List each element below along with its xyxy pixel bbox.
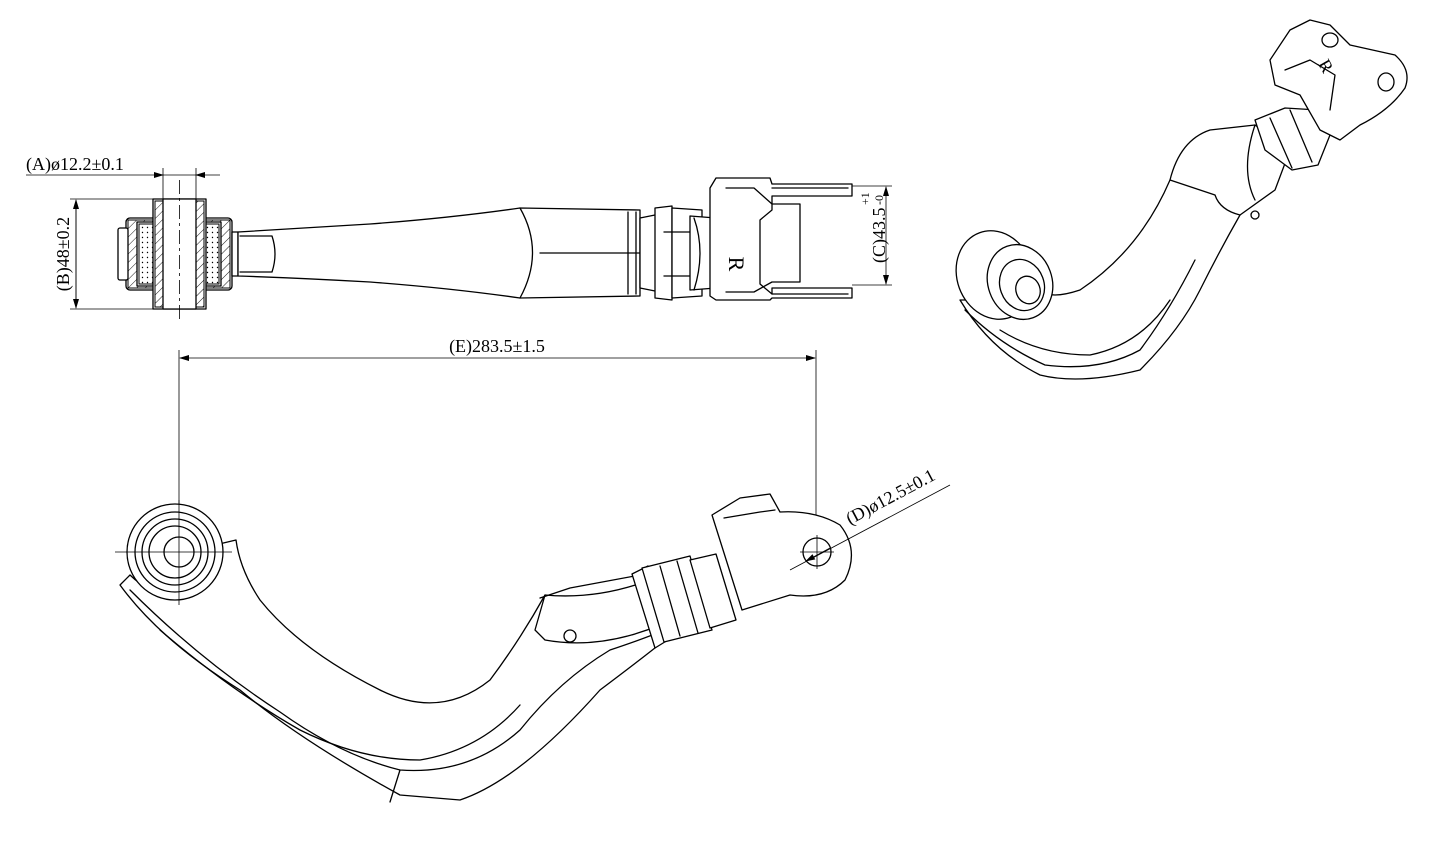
arm-body-front	[119, 539, 666, 803]
isometric-view: R	[955, 19, 1408, 380]
dim-c-tol-upper: +1	[858, 192, 872, 205]
side-mark-r-top: R	[724, 257, 749, 272]
top-view: R (A)ø12.2±0.1 (B)48±0.2 (C	[26, 154, 892, 320]
clevis-end-front	[711, 493, 852, 611]
clevis-end-top: R	[709, 177, 853, 301]
bushing-section	[117, 180, 239, 320]
dim-b: (B)48±0.2	[53, 198, 153, 310]
adjuster-nuts-top	[639, 205, 717, 301]
dim-e: (E)283.5±1.5	[178, 336, 817, 520]
dim-d-label: (D)ø12.5±0.1	[842, 465, 938, 529]
dim-a: (A)ø12.2±0.1	[26, 154, 220, 199]
dim-e-label: (E)283.5±1.5	[449, 336, 545, 357]
dim-c-tol-lower: -0	[872, 195, 886, 205]
arm-body-top	[237, 207, 641, 299]
dim-a-label: (A)ø12.2±0.1	[26, 154, 124, 175]
adjuster-nuts-front	[631, 553, 737, 649]
front-view: (E)283.5±1.5	[115, 336, 951, 803]
bushing-front	[115, 500, 232, 605]
dim-b-label: (B)48±0.2	[53, 217, 74, 291]
dim-c: (C)43.5 +1 -0	[852, 185, 892, 286]
dim-c-label: (C)43.5	[869, 208, 890, 264]
